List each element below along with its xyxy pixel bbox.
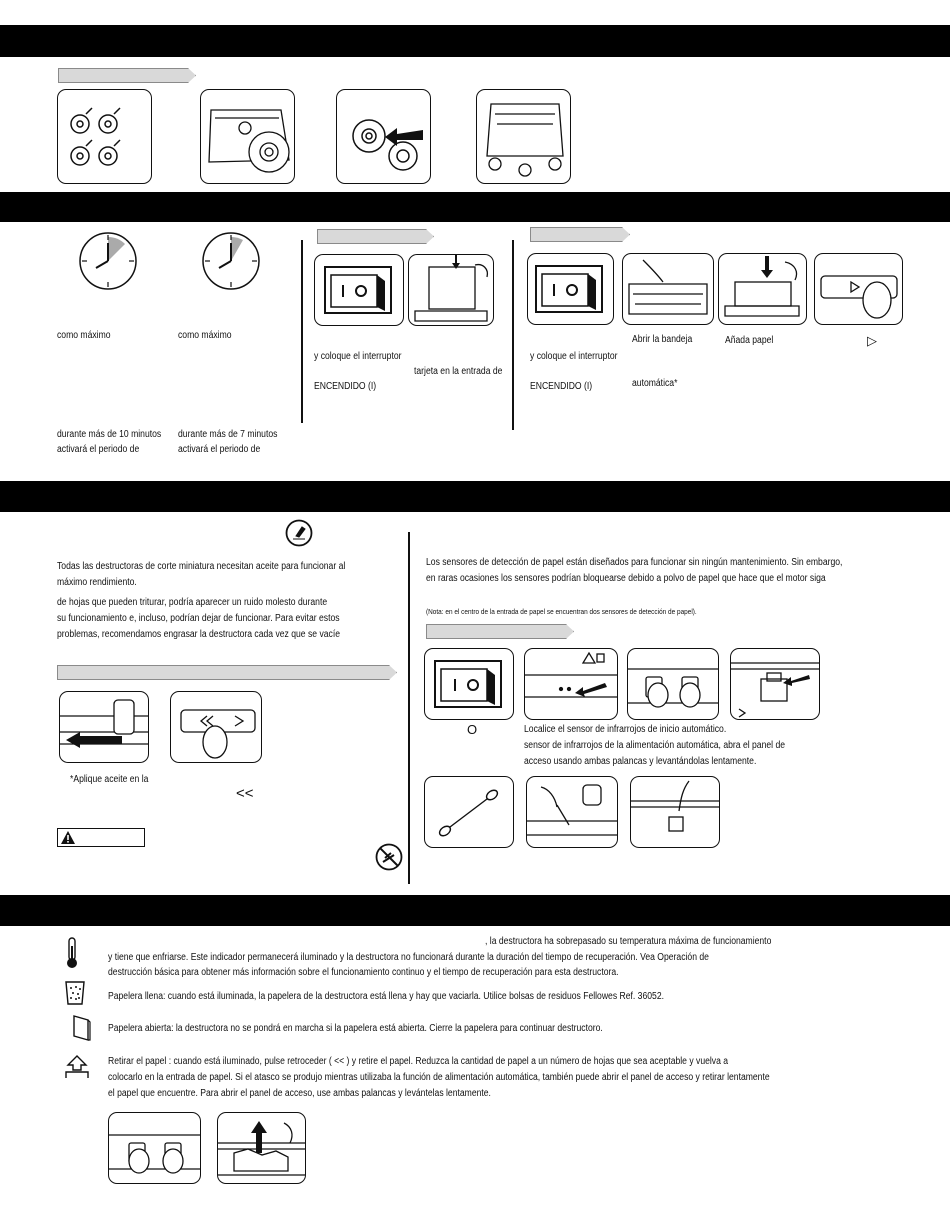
add-paper-illustration	[718, 253, 807, 325]
oiling-line4: su funcionamiento e, incluso, podrían de…	[57, 613, 340, 624]
open-panel-illustration	[627, 648, 719, 720]
lift-panel-illustration	[108, 1112, 201, 1184]
temp-line3: destrucción básica para obtener más info…	[108, 967, 619, 978]
play-icon: ▷	[867, 333, 877, 348]
open-tray-label: Abrir la bandeja	[632, 334, 693, 345]
timer-right-line1: como máximo	[178, 330, 232, 341]
sensors-line1: Los sensores de detección de papel están…	[426, 557, 843, 568]
warning-box	[57, 828, 145, 847]
clean-panel-sensor-illustration	[630, 776, 720, 848]
bin-open-text: Papelera abierta: la destructora no se p…	[108, 1023, 603, 1034]
thermometer-icon	[64, 936, 80, 970]
bin-open-icon	[72, 1014, 92, 1042]
sensors-note: (Nota: en el centro de la entrada de pap…	[426, 607, 697, 616]
step-tag	[317, 229, 434, 244]
step-tag	[426, 624, 574, 639]
shredder-with-casters-illustration	[476, 89, 571, 184]
reverse-button-illustration	[170, 691, 262, 763]
insert-card-illustration	[408, 254, 494, 326]
no-aerosol-icon	[375, 843, 403, 871]
remove-paper-illustration	[217, 1112, 306, 1184]
power-switch-illustration	[314, 254, 404, 326]
sensors-line2: en raras ocasiones los sensores podrían …	[426, 573, 826, 584]
temp-line1: , la destructora ha sobrepasado su tempe…	[485, 936, 772, 947]
oiling-line5: problemas, recomendamos engrasar la dest…	[57, 629, 340, 640]
bin-full-icon	[64, 980, 86, 1006]
sensors-locate1: Localice el sensor de infrarrojos de ini…	[524, 724, 727, 735]
sensors-locate2: sensor de infrarrojos de la alimentación…	[524, 740, 786, 751]
sensors-locate3: acceso usando ambas palancas y levantánd…	[524, 756, 757, 767]
step-tag	[58, 68, 196, 83]
auto-label: automática*	[632, 378, 678, 389]
divider	[301, 240, 303, 423]
clean-sensor-illustration	[526, 776, 618, 848]
auto-feed-text2: ENCENDIDO (I)	[530, 381, 593, 392]
sensor-location-illustration	[524, 648, 618, 720]
apply-oil-text: *Aplique aceite en la	[70, 774, 149, 785]
apply-oil-illustration	[59, 691, 149, 763]
manual-feed-text1: y coloque el interruptor	[314, 351, 402, 362]
open-tray-illustration	[622, 253, 714, 325]
power-switch-illustration	[424, 648, 514, 720]
step-tag	[530, 227, 630, 242]
add-paper-label: Añada papel	[725, 335, 774, 346]
off-symbol: O	[467, 722, 478, 737]
oiling-line3: de hojas que pueden triturar, podría apa…	[57, 597, 328, 608]
temp-line2: y tiene que enfriarse. Este indicador pe…	[108, 952, 709, 963]
divider	[512, 240, 514, 430]
timer-right-line3: activará el periodo de	[178, 444, 261, 455]
auto-feed-text1: y coloque el interruptor	[530, 351, 618, 362]
insert-caster-illustration	[336, 89, 431, 184]
power-switch-illustration	[527, 253, 614, 325]
timer-left-line3: activará el periodo de	[57, 444, 140, 455]
cotton-swab-illustration	[424, 776, 514, 848]
oiling-line1: Todas las destructoras de corte miniatur…	[57, 561, 346, 572]
section-header-maintenance	[0, 481, 950, 512]
section-header-operation	[0, 192, 950, 222]
bin-full-text: Papelera llena: cuando está iluminada, l…	[108, 991, 664, 1002]
casters-illustration	[57, 89, 152, 184]
remove-line1: Retirar el papel : cuando está iluminado…	[108, 1056, 729, 1067]
timer-left-line1: como máximo	[57, 330, 111, 341]
timer-right-line2: durante más de 7 minutos	[178, 429, 278, 440]
manual-feed-text3: ENCENDIDO (I)	[314, 381, 377, 392]
warning-icon	[61, 831, 75, 844]
section-header-indicators	[0, 895, 950, 926]
press-play-illustration	[814, 253, 903, 325]
remove-line3: el papel que encuentre. Para abrir el pa…	[108, 1088, 491, 1099]
oil-icon	[285, 519, 313, 547]
sensor-panel-illustration	[730, 648, 820, 720]
section-header-casters	[0, 25, 950, 57]
timer-left-line2: durante más de 10 minutos	[57, 429, 162, 440]
oiling-line2: máximo rendimiento.	[57, 577, 137, 588]
step-tag	[57, 665, 397, 680]
manual-feed-text2: tarjeta en la entrada de	[414, 366, 503, 377]
remove-line2: colocarlo en la entrada de papel. Si el …	[108, 1072, 770, 1083]
clock-icon	[201, 231, 261, 291]
divider	[408, 532, 410, 884]
reverse-icon: <<	[236, 785, 254, 802]
paper-jam-icon	[64, 1054, 90, 1080]
shredder-base-illustration	[200, 89, 295, 184]
clock-icon	[78, 231, 138, 291]
